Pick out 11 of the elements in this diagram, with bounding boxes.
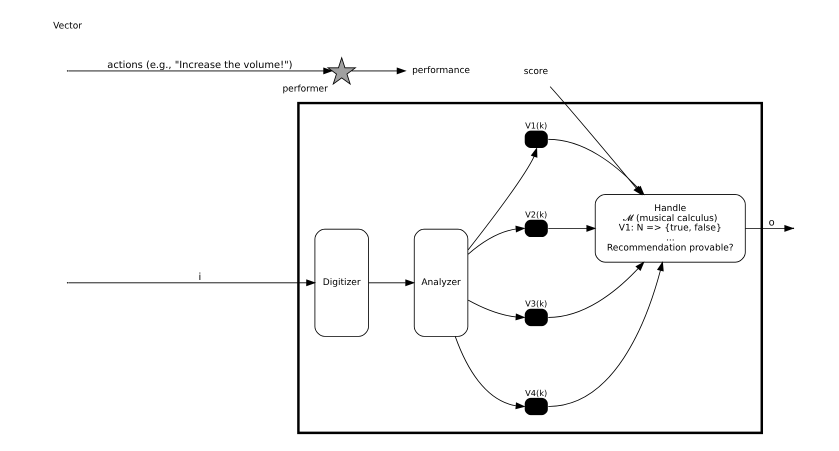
node-label: V3(k) — [525, 298, 548, 309]
node-text: performance — [412, 66, 470, 76]
edge-label: o — [768, 218, 775, 229]
edge-label: i — [198, 272, 202, 283]
edge-label: actions (e.g., "Increase the volume!") — [107, 60, 292, 72]
node-text: score — [524, 67, 548, 78]
label: Vector — [53, 22, 82, 32]
node-label: performer — [282, 84, 328, 94]
node-label: V1(k) — [525, 120, 548, 131]
node-label: V2(k) — [525, 210, 548, 220]
node-label: V4(k) — [525, 388, 548, 398]
